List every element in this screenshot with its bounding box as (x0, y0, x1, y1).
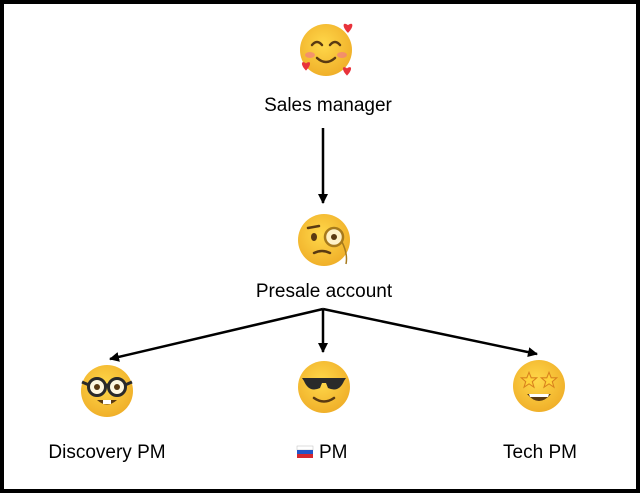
edges (109, 128, 538, 362)
discovery-pm-label: Discovery PM (48, 442, 165, 463)
ru-pm-label: PM (319, 442, 348, 463)
node-tech-pm: Tech PM (503, 360, 577, 463)
edge-presale-to-discovery (109, 307, 324, 362)
face-with-monocle-icon (298, 214, 350, 266)
smiling-face-with-hearts-icon (300, 23, 353, 76)
sales-manager-label: Sales manager (264, 95, 392, 116)
nerd-face-icon (81, 365, 133, 417)
star-struck-icon (513, 360, 565, 412)
smiling-face-with-sunglasses-icon (298, 361, 350, 413)
presale-account-label: Presale account (256, 281, 393, 302)
node-discovery-pm: Discovery PM (48, 365, 166, 463)
node-presale-account: Presale account (256, 214, 393, 302)
node-ru-pm: PM (296, 361, 350, 463)
russia-flag-icon (296, 445, 314, 458)
tech-pm-label: Tech PM (503, 442, 577, 463)
edge-presale-to-tech (322, 307, 538, 358)
node-sales-manager: Sales manager (264, 23, 393, 116)
